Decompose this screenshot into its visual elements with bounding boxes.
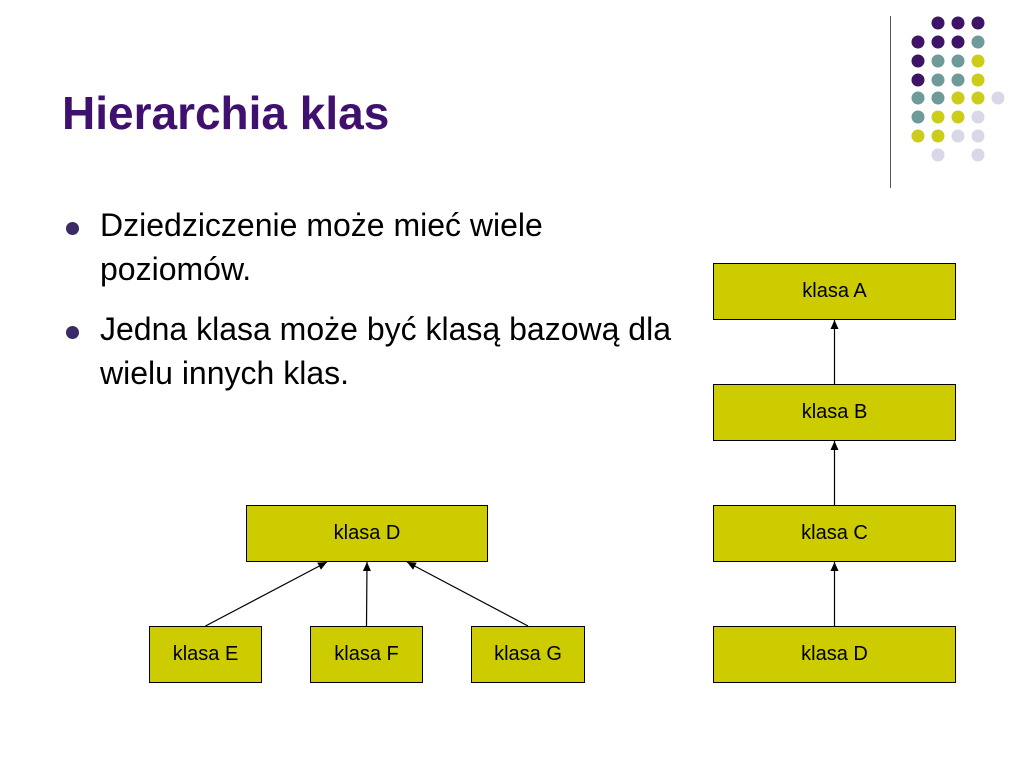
decorative-dot bbox=[971, 91, 985, 105]
decorative-dot bbox=[971, 16, 985, 30]
decorative-dot bbox=[911, 54, 925, 68]
node-klasa-c: klasa C bbox=[713, 505, 956, 562]
decorative-dot bbox=[971, 129, 985, 143]
decorative-dot bbox=[931, 54, 945, 68]
node-klasa-d-chain: klasa D bbox=[713, 626, 956, 683]
inheritance-arrow-e-to-d2 bbox=[205, 561, 328, 627]
decorative-dot-grid bbox=[911, 16, 1005, 162]
decorative-dot bbox=[951, 129, 965, 143]
decorative-dot bbox=[951, 35, 965, 49]
node-klasa-a: klasa A bbox=[713, 263, 956, 320]
decorative-dot bbox=[931, 73, 945, 87]
node-klasa-b: klasa B bbox=[713, 384, 956, 441]
decorative-dot bbox=[951, 91, 965, 105]
decorative-dot bbox=[911, 129, 925, 143]
decorative-dot bbox=[931, 35, 945, 49]
slide-title: Hierarchia klas bbox=[62, 87, 390, 139]
decorative-dot bbox=[971, 35, 985, 49]
node-klasa-f: klasa F bbox=[310, 626, 423, 683]
node-klasa-d-tree: klasa D bbox=[246, 505, 488, 562]
decorative-dot bbox=[991, 91, 1005, 105]
decorative-dot bbox=[911, 110, 925, 124]
decorative-dot bbox=[971, 54, 985, 68]
node-klasa-e: klasa E bbox=[149, 626, 262, 683]
decorative-dot bbox=[931, 91, 945, 105]
inheritance-arrow-g-to-d2 bbox=[406, 561, 529, 627]
bullet-item: Dziedziczenie może mieć wiele poziomów. bbox=[64, 203, 684, 291]
inheritance-arrow-f-to-d2 bbox=[362, 561, 371, 627]
bullet-item: Jedna klasa może być klasą bazową dla wi… bbox=[64, 307, 684, 395]
decorative-divider-line bbox=[890, 16, 891, 188]
decorative-dot bbox=[971, 148, 985, 162]
decorative-dot bbox=[951, 110, 965, 124]
decorative-dot bbox=[971, 73, 985, 87]
decorative-dot bbox=[931, 110, 945, 124]
decorative-dot bbox=[931, 129, 945, 143]
decorative-dot bbox=[911, 91, 925, 105]
decorative-dot bbox=[951, 16, 965, 30]
decorative-dot bbox=[911, 73, 925, 87]
decorative-dot bbox=[971, 110, 985, 124]
bullet-list: Dziedziczenie może mieć wiele poziomów. … bbox=[64, 203, 684, 411]
decorative-dot bbox=[931, 16, 945, 30]
decorative-dot bbox=[951, 54, 965, 68]
decorative-dot bbox=[951, 73, 965, 87]
decorative-dot bbox=[931, 148, 945, 162]
node-klasa-g: klasa G bbox=[471, 626, 585, 683]
decorative-dot bbox=[911, 35, 925, 49]
